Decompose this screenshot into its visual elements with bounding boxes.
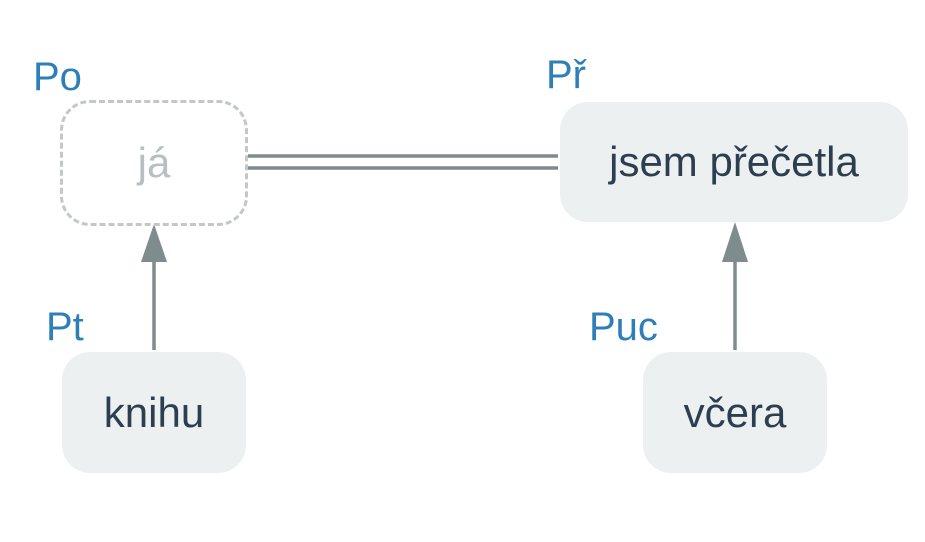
arrowhead-vcera-jsem-precetla (722, 222, 748, 262)
node-vcera-text: včera (683, 388, 787, 436)
node-jsem-precetla: jsem přečetla (560, 102, 908, 222)
node-vcera: včera (643, 352, 827, 473)
role-label-puc: Puc (589, 305, 658, 349)
role-label-pr: Př (546, 53, 586, 97)
node-ja-text: já (137, 139, 171, 186)
role-label-pt: Pt (46, 305, 84, 349)
role-label-po: Po (33, 55, 82, 99)
node-knihu-text: knihu (103, 388, 205, 436)
node-knihu: knihu (62, 352, 246, 473)
node-ja: já (60, 100, 248, 226)
node-jsem-precetla-text: jsem přečetla (609, 138, 859, 185)
arrowhead-knihu-ja (141, 224, 167, 262)
